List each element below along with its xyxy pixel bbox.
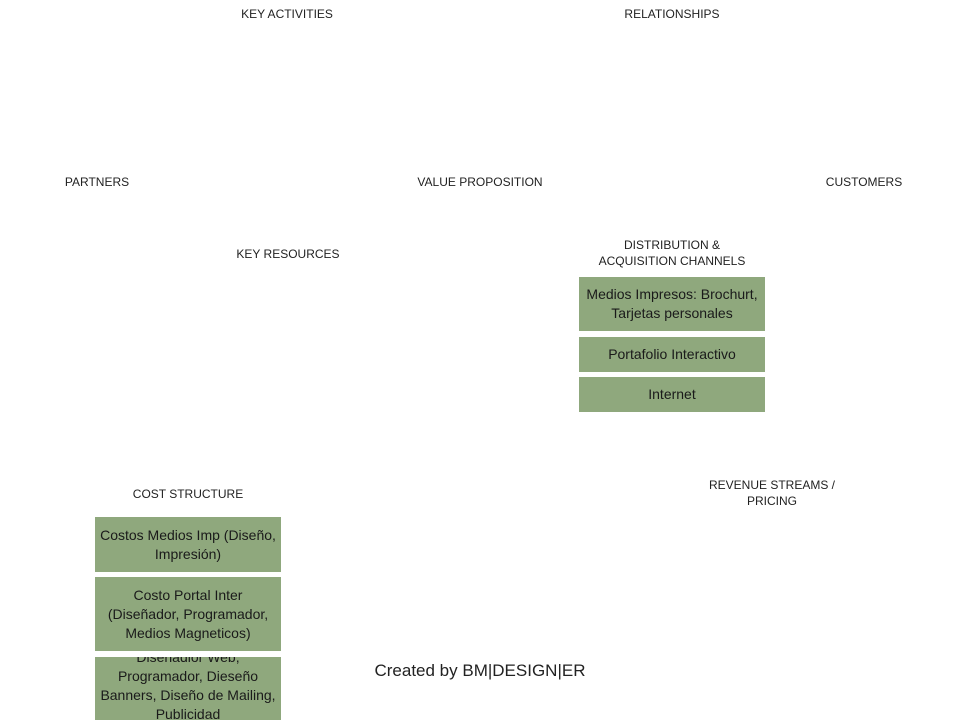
- channel-card-print-media: Medios Impresos: Brochurt, Tarjetas pers…: [579, 277, 765, 331]
- cost-card-web-designer-text: Diseñadior Web, Programador, Dieseño Ban…: [100, 657, 276, 720]
- section-cost-structure: COST STRUCTURE: [132, 487, 244, 501]
- channel-card-internet: Internet: [579, 377, 765, 412]
- cost-card-print-media: Costos Medios Imp (Diseño, Impresión): [95, 517, 281, 572]
- section-partners: PARTNERS: [64, 175, 130, 189]
- section-customers: CUSTOMERS: [825, 175, 903, 189]
- section-value-proposition: VALUE PROPOSITION: [417, 175, 543, 189]
- section-distribution-channels: DISTRIBUTION & ACQUISITION CHANNELS: [598, 238, 746, 268]
- section-relationships: RELATIONSHIPS: [624, 7, 720, 21]
- section-revenue-streams: REVENUE STREAMS / PRICING: [708, 478, 836, 508]
- section-key-resources: KEY RESOURCES: [236, 247, 340, 261]
- channel-card-interactive-portfolio: Portafolio Interactivo: [579, 337, 765, 372]
- cost-card-web-designer: Diseñadior Web, Programador, Dieseño Ban…: [95, 657, 281, 720]
- section-key-activities: KEY ACTIVITIES: [241, 7, 333, 21]
- cost-card-interactive-portal: Costo Portal Inter (Diseñador, Programad…: [95, 577, 281, 651]
- footer-credit: Created by BM|DESIGN|ER: [374, 661, 586, 680]
